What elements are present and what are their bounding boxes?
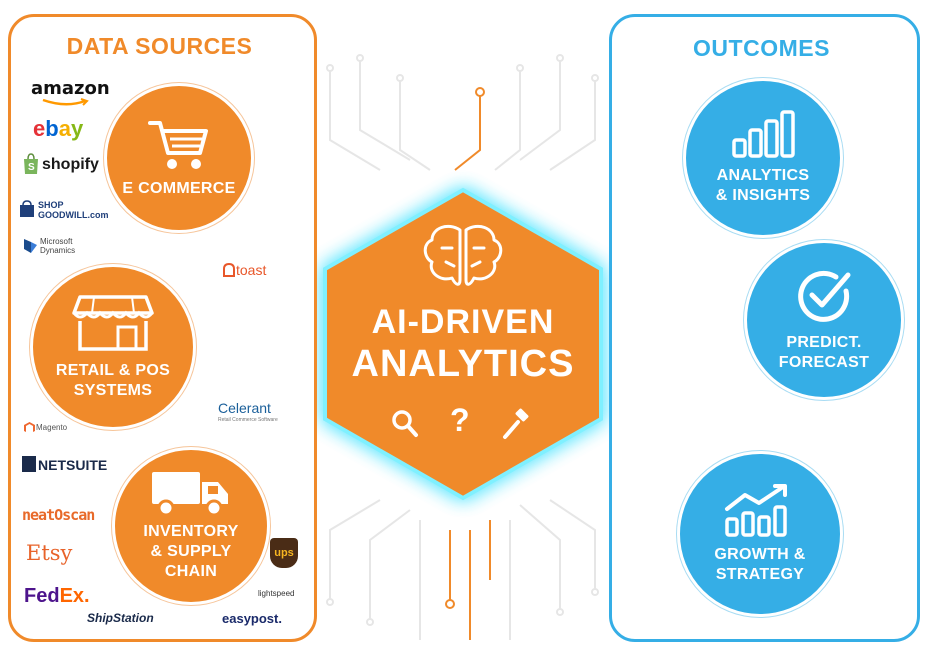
toast-icon xyxy=(223,263,235,277)
lightspeed-logo: lightspeed xyxy=(258,589,295,598)
amazon-logo: amazon xyxy=(31,78,110,106)
brain-icon xyxy=(423,224,503,286)
analytics-label-line-2: & INSIGHTS xyxy=(715,187,811,204)
center-title-line-1: AI-DRIVEN xyxy=(371,303,555,341)
inventory-label-line-1: INVENTORY xyxy=(143,523,239,540)
dynamics-icon xyxy=(24,239,37,253)
neatoscan-logo: neatOscan xyxy=(22,506,95,524)
delivery-truck-icon xyxy=(152,472,228,516)
celerant-logo: Celerant Retail Commerce Software xyxy=(218,400,278,423)
bar-chart-icon xyxy=(732,110,795,158)
easypost-logo: easypost. xyxy=(222,611,282,626)
ebay-logo: ebay xyxy=(33,116,84,141)
fedex-logo: FedEx. xyxy=(24,585,90,607)
shopgoodwill-logo: SHOP GOODWILL.com xyxy=(38,200,109,220)
inventory-label-line-3: CHAIN xyxy=(164,563,218,580)
retail-label-line-2: SYSTEMS xyxy=(73,382,153,399)
netsuite-logo: NETSUITE xyxy=(38,457,108,473)
analytics-label-line-1: ANALYTICS xyxy=(716,167,810,184)
shipstation-logo: ShipStation xyxy=(87,611,154,625)
analytics-insights-circle: ANALYTICS & INSIGHTS xyxy=(683,78,843,238)
etsy-logo: Etsy xyxy=(26,541,73,565)
growth-label-line-1: GROWTH & xyxy=(714,546,806,563)
retail-pos-circle: RETAIL & POS SYSTEMS xyxy=(30,264,196,430)
growth-label-line-2: STRATEGY xyxy=(715,566,805,583)
shopify-logo: shopify xyxy=(42,156,99,173)
magento-icon xyxy=(24,422,35,432)
storefront-icon xyxy=(72,295,154,351)
growth-strategy-circle: GROWTH & STRATEGY xyxy=(677,451,843,617)
outcomes-title: OUTCOMES xyxy=(693,35,830,61)
predict-label-line-1: PREDICT. xyxy=(786,334,862,351)
center-title-line-2: ANALYTICS xyxy=(351,343,575,385)
shopping-cart-icon xyxy=(148,121,208,169)
magnifier-icon xyxy=(392,410,418,437)
goodwill-bag-icon xyxy=(20,200,34,217)
svg-text:S: S xyxy=(28,162,35,173)
netsuite-icon xyxy=(22,456,36,472)
inventory-label-line-2: & SUPPLY xyxy=(150,543,232,560)
predict-forecast-circle: PREDICT. FORECAST xyxy=(744,240,904,400)
growth-chart-icon xyxy=(725,484,787,537)
orange-circuit-lines xyxy=(445,87,491,640)
circuit-lines xyxy=(326,54,599,640)
toast-logo: toast xyxy=(236,262,267,278)
shopify-bag-icon: S xyxy=(24,153,38,174)
predict-label-line-2: FORECAST xyxy=(778,354,870,371)
check-circle-icon xyxy=(798,270,851,322)
inventory-supply-circle: INVENTORY & SUPPLY CHAIN xyxy=(112,447,270,605)
gavel-icon xyxy=(503,408,529,439)
amazon-smile-icon xyxy=(42,98,89,106)
data-sources-title: DATA SOURCES xyxy=(66,33,253,59)
magento-logo: Magento xyxy=(36,423,68,432)
microsoft-dynamics-logo: Microsoft Dynamics xyxy=(40,237,76,255)
retail-label-line-1: RETAIL & POS xyxy=(55,362,171,379)
celerant-tagline: Retail Commerce Software xyxy=(218,417,278,423)
ups-logo: ups xyxy=(270,538,298,568)
ecommerce-circle: E COMMERCE xyxy=(104,83,254,233)
question-mark-icon: ? xyxy=(450,402,470,438)
ecommerce-label: E COMMERCE xyxy=(122,180,236,197)
